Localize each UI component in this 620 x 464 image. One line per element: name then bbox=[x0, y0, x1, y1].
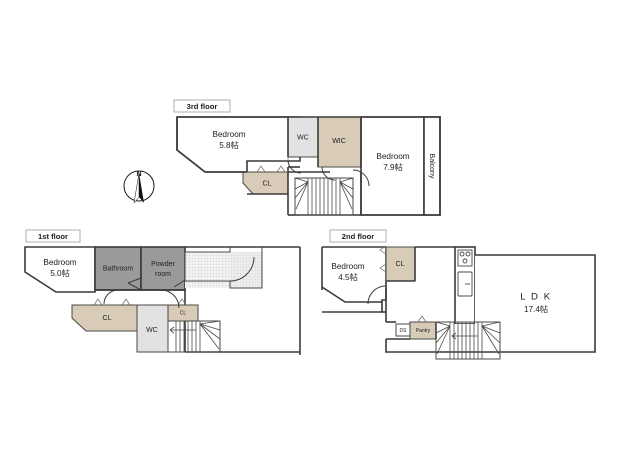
second-floor-tab: 2nd floor bbox=[329, 229, 387, 243]
balcony-label: Balcony bbox=[428, 154, 435, 179]
cl-2f-label: CL bbox=[396, 261, 405, 268]
ldk-label: L D K bbox=[520, 292, 551, 303]
north-arrow: N bbox=[123, 170, 155, 204]
wic-3f-label: WIC bbox=[332, 138, 346, 145]
room-wc-3f bbox=[288, 117, 318, 157]
room-cl-3f bbox=[243, 172, 288, 194]
entrance-tile-right bbox=[230, 252, 262, 288]
cl-1f-right-label: CL bbox=[180, 310, 187, 316]
stairs-2f bbox=[435, 321, 501, 360]
bedroom-79-name: Bedroom bbox=[376, 152, 409, 161]
wc-3f-label: WC bbox=[297, 134, 309, 141]
third-floor-tab-label: 3rd floor bbox=[187, 102, 218, 111]
room-balcony-3f bbox=[424, 117, 440, 215]
room-cl-2f bbox=[386, 247, 415, 281]
room-powder-1f bbox=[141, 247, 185, 290]
bedroom-58-name: Bedroom bbox=[212, 130, 245, 139]
room-wc-1f bbox=[137, 305, 168, 352]
room-cl-1f-right bbox=[168, 305, 198, 321]
bedroom-45-name: Bedroom bbox=[331, 262, 364, 271]
pantry-label: Pantry bbox=[416, 328, 431, 334]
second-floor-group: 2nd floor Bedroom 4.5帖 CL bbox=[321, 229, 596, 360]
bedroom-50-name: Bedroom bbox=[43, 258, 76, 267]
room-cl-1f-left bbox=[72, 305, 137, 331]
room-ldk-2f bbox=[430, 255, 595, 352]
north-label: N bbox=[136, 171, 141, 178]
room-ds-2f bbox=[396, 324, 410, 336]
third-floor-tab: 3rd floor bbox=[173, 99, 231, 113]
cl-3f-label: CL bbox=[263, 180, 272, 187]
first-floor-tab: 1st floor bbox=[25, 229, 81, 243]
stairs-3f bbox=[294, 177, 354, 216]
third-floor-group: 3rd floor WC WIC Bedroom 5.8帖 CL bbox=[173, 99, 441, 216]
room-pantry-2f bbox=[410, 322, 436, 339]
second-floor-tab-label: 2nd floor bbox=[342, 232, 375, 241]
bedroom-79-area: 7.9帖 bbox=[383, 162, 403, 172]
ds-label: DS bbox=[400, 328, 408, 334]
powder-label-2: room bbox=[155, 271, 171, 278]
bedroom-58-area: 5.8帖 bbox=[219, 140, 239, 150]
ldk-area: 17.4帖 bbox=[524, 304, 548, 314]
room-wic-3f bbox=[318, 117, 361, 167]
room-bedroom-50 bbox=[25, 247, 95, 292]
first-floor-group: 1st floor Bedroom 5.0帖 Bathroom Powder r… bbox=[24, 229, 301, 355]
bedroom-45-area: 4.5帖 bbox=[338, 272, 358, 282]
wc-1f-label: WC bbox=[146, 327, 158, 334]
bedroom-50-area: 5.0帖 bbox=[50, 268, 70, 278]
room-bathroom-1f bbox=[95, 247, 141, 290]
bathroom-label: Bathroom bbox=[103, 265, 134, 272]
cl-1f-left-label: CL bbox=[103, 315, 112, 322]
stairs-1f bbox=[167, 320, 221, 353]
entrance-tile-left bbox=[185, 252, 230, 288]
first-floor-tab-label: 1st floor bbox=[38, 232, 68, 241]
powder-label-1: Powder bbox=[151, 261, 175, 268]
